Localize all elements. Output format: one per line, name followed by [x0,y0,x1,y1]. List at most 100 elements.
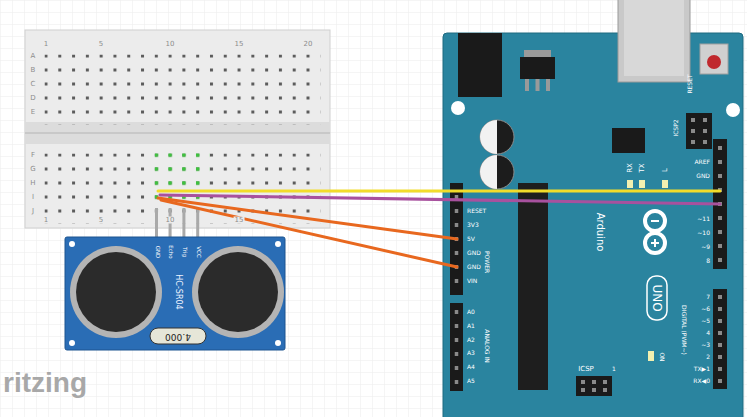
part-name: HC-SR04 [174,273,182,310]
pin-label: GND [466,250,482,256]
pin-number: 1 [611,366,617,372]
pin-label: 5V [466,236,476,242]
capacitor-mark [480,120,497,154]
sensor-pin [196,208,199,241]
row-letter: B [30,67,37,74]
header-pin [603,380,607,384]
capacitor [480,155,514,189]
usb-port [618,0,690,82]
usb-port-inner [624,0,684,76]
column-number: 10 [165,217,176,224]
logo [645,233,665,253]
jumper-wire [160,195,720,204]
row-letter: G [29,166,36,173]
header-pin [691,129,695,133]
mount-hole [275,241,281,247]
pin-label: A3 [466,350,476,356]
row-letter: J [31,208,35,215]
pin-label: GND [154,245,160,260]
model-name: UNO [651,283,663,312]
jumper-wire [158,190,720,193]
transducer [76,252,156,332]
header-label: ICSP2 [673,118,679,137]
arduino-board: RESETICSP2RXTXLAREFGND~11~10~98ArduinoUN… [443,33,743,417]
pin-label: ~9 [700,244,711,250]
header-pin [603,388,607,392]
led-label: RX [627,162,634,174]
jumper-wire [161,200,457,267]
header-pin [592,388,596,392]
pin-label: Trig [181,246,187,258]
pin-label: GND [695,173,711,179]
crystal [150,328,206,344]
pin-label: ~10 [696,230,711,236]
header-pins [455,310,459,394]
led [639,180,645,188]
header-pin [703,129,707,133]
column-number: 1 [43,41,49,48]
led [627,180,633,188]
pin-label: 8 [705,258,711,264]
reset-cap [707,55,721,69]
sensor-pin [169,208,172,241]
header-label: ANALOG IN [484,328,490,363]
arduino-board [443,33,743,417]
column-number: 5 [98,217,104,224]
column-number: 15 [234,41,245,48]
row-letter: I [31,194,35,201]
pin-label: 4 [705,330,711,336]
column-number: 20 [303,41,314,48]
ultrasonic-sensor: GNDEchoTrigVCCHC-SR044.000 [65,237,285,350]
regulator-leg [525,79,529,91]
mount-hole [69,340,75,346]
pin-label: RESET [466,208,487,214]
transducer [198,252,278,332]
header-label: POWER [484,250,490,274]
channel-groove [25,132,330,134]
header-pin [691,118,695,122]
watermark: ritzing [3,369,87,397]
button-label: RESET [687,73,693,94]
header-label: DIGITAL (PWM~) [681,304,687,356]
header-pin [703,140,707,144]
led-label: L [662,167,669,173]
regulator-tab [524,50,551,58]
pin-label: AREF [693,159,711,165]
mount-hole [275,340,281,346]
pin-label: 7 [705,294,711,300]
regulator [520,57,555,79]
pin-label: TX▶1 [693,366,711,372]
mount-hole [726,103,740,117]
brand-name: Arduino [595,212,605,253]
regulator-leg [546,79,550,91]
column-number: 1 [43,217,49,224]
mount-hole [69,241,75,247]
transducer-ring [192,246,284,338]
header-pin [581,380,585,384]
header-pins [718,146,722,272]
led-label: ON [659,351,665,362]
pin-label: ~3 [700,342,711,348]
pin-label: ~5 [700,318,711,324]
pin-label: A5 [466,378,476,384]
hole-grid [45,55,321,125]
header-pins [718,295,722,391]
pin-label: Echo [167,244,173,259]
column-number: 15 [234,217,245,224]
transducer-ring [70,246,162,338]
led [648,351,654,361]
icsp-header [686,113,712,149]
led-label: TX [639,162,646,173]
logo-plus [654,239,656,247]
header-pin [592,380,596,384]
capacitor [480,120,514,154]
row-letter: E [30,109,36,116]
microcontroller [518,183,548,390]
capacitor-mark [480,155,497,189]
column-number: 5 [98,41,104,48]
row-letter: F [30,152,36,159]
icsp-header [576,376,612,396]
